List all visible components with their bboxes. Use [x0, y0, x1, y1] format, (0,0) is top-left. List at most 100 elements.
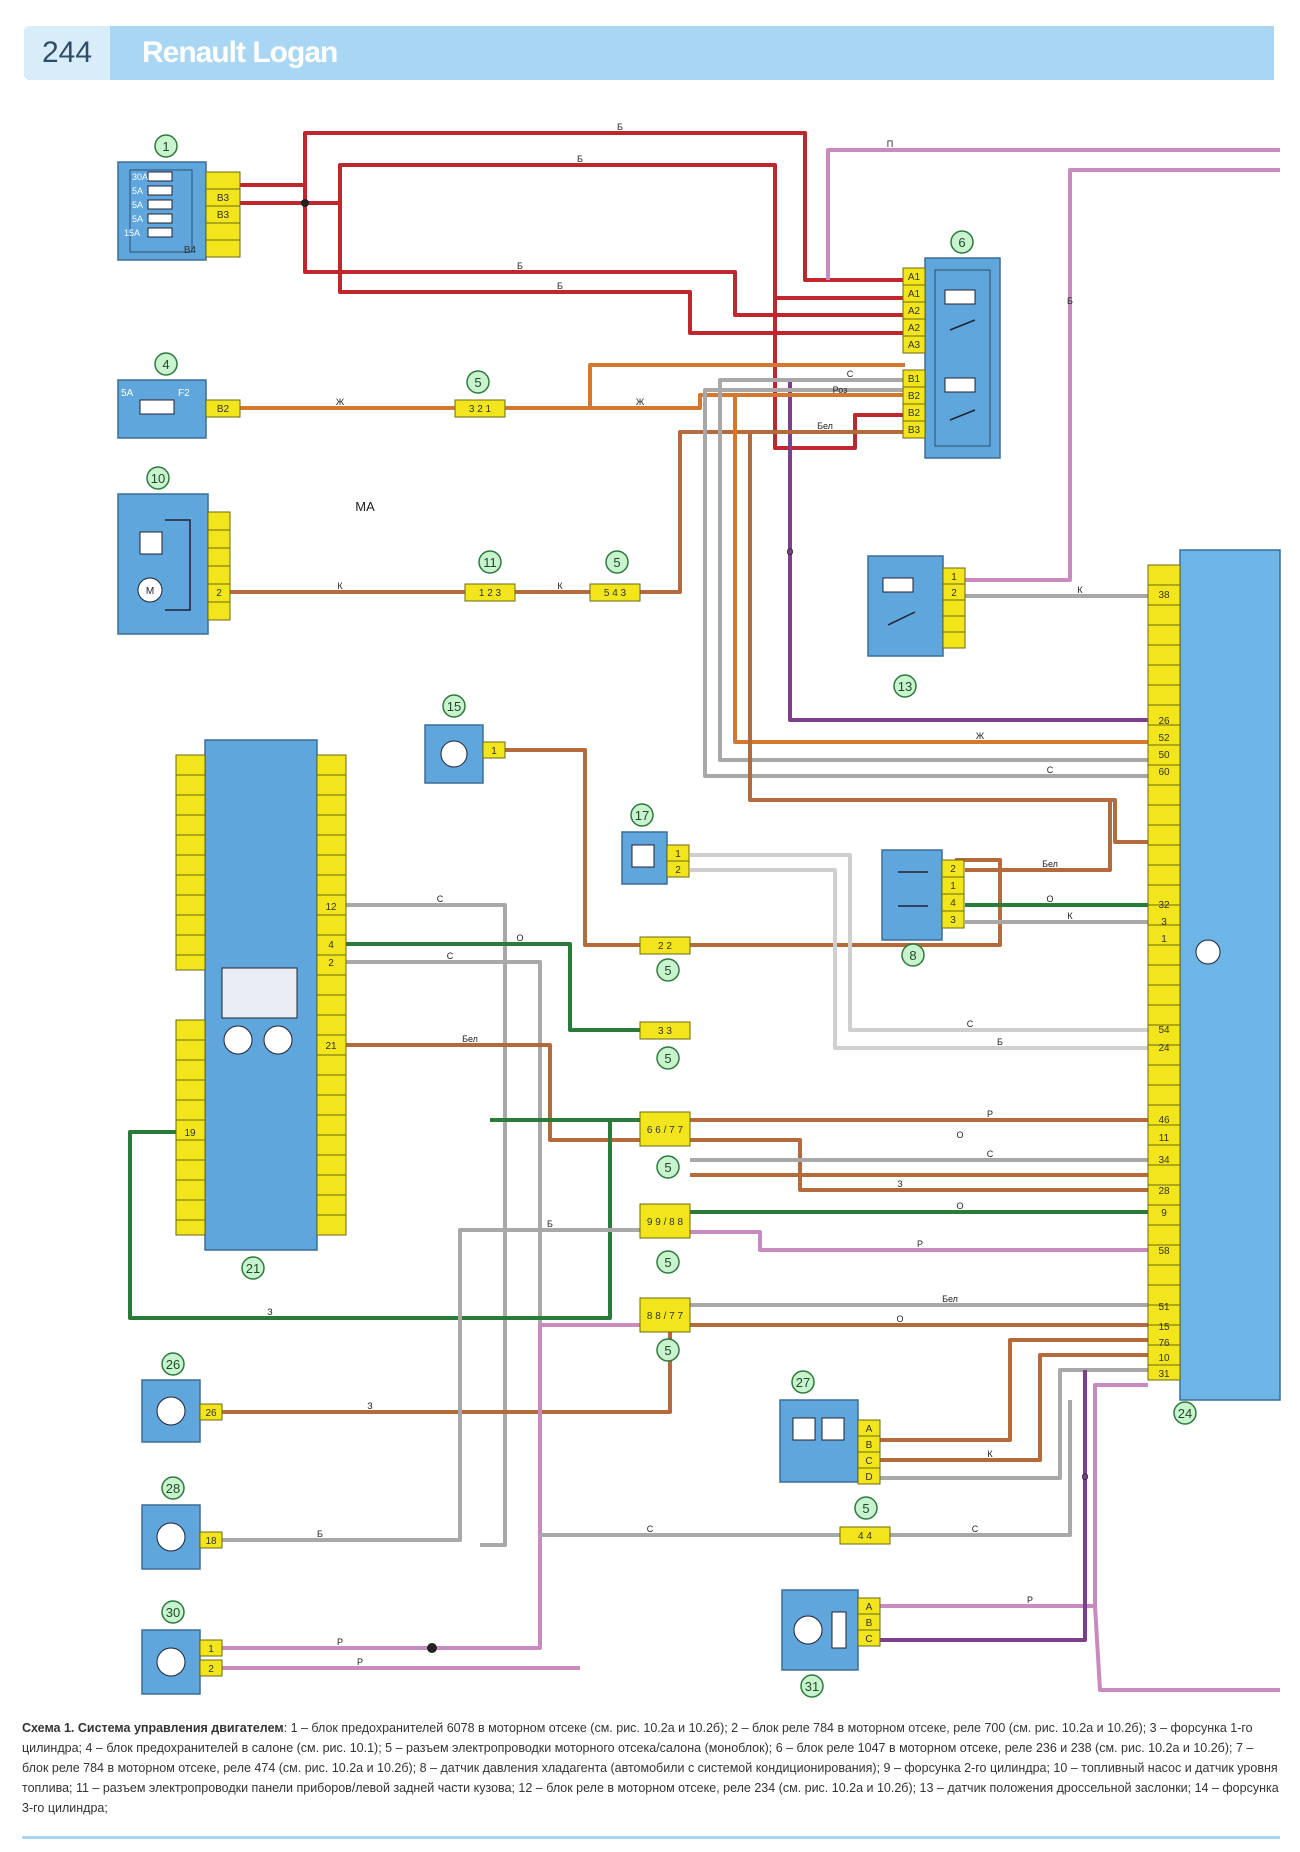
instrument-cluster-21: 12 4 2 21 19 21 — [175, 739, 347, 1280]
connector-label: 5 — [862, 1501, 869, 1516]
wire-orange-ecu — [733, 395, 1148, 744]
wire-brown-ecu — [748, 432, 1148, 844]
pin-label: 11 — [1159, 1133, 1170, 1144]
pin-label: 76 — [1158, 1338, 1170, 1349]
connector-label: 5 — [664, 1051, 671, 1066]
junction-dot — [301, 199, 309, 207]
book-title: Renault Logan — [142, 36, 338, 69]
pin-label: 26 — [1158, 716, 1170, 727]
pin-label: 3 — [950, 915, 956, 926]
wire-label: С — [847, 369, 854, 379]
wire-violet-31 — [880, 1370, 1087, 1642]
wire-label: З — [367, 1401, 372, 1411]
wire-label: Р — [1027, 1595, 1033, 1605]
wire-label: Р — [357, 1657, 363, 1667]
wire-brown-8 — [965, 800, 1112, 872]
sensor-icon — [156, 1522, 186, 1552]
connector-5-a: 2 2 5 — [639, 936, 691, 982]
wire-label: С — [437, 894, 444, 904]
pin-label: 31 — [1158, 1369, 1170, 1380]
wire-label: Б — [547, 1219, 553, 1229]
gauge-icon — [263, 1025, 293, 1055]
pin-label: 4 — [950, 898, 956, 909]
pin-label: F2 — [178, 388, 190, 399]
pin-label: 38 — [1158, 590, 1170, 601]
sensor-30: 1 2 30 — [141, 1600, 223, 1695]
valve-27: A B C D 27 — [779, 1370, 881, 1485]
pin-label: B2 — [908, 408, 921, 419]
wire-pink-31b — [1093, 1605, 1280, 1692]
pin-label: 12 — [325, 902, 337, 913]
wire-red-5 — [773, 165, 905, 450]
wire-label: Б — [577, 154, 583, 164]
wire-label: К — [1067, 911, 1073, 921]
wire-label: К — [1077, 585, 1083, 595]
wire-brown-21-21 — [345, 1043, 640, 1142]
wire-gray-21-12 — [345, 903, 507, 1547]
component-label-24: 24 — [1178, 1406, 1192, 1421]
wire-label: Р — [987, 1109, 993, 1119]
pin-label: 1 — [675, 849, 681, 860]
ground-icon — [1195, 939, 1221, 965]
connector-5-f: 4 4 5 — [839, 1496, 891, 1545]
pin-label: A1 — [908, 272, 921, 283]
pin-label: 1 — [950, 881, 956, 892]
wire-label: Ж — [636, 397, 645, 407]
wire-brown-15b — [690, 858, 1002, 947]
pin-label: 15 — [1158, 1322, 1170, 1333]
pin-label: 4 — [328, 940, 334, 951]
component-label-28: 28 — [166, 1481, 180, 1496]
pin-label: 60 — [1158, 767, 1170, 778]
pin-label: 2 — [328, 958, 334, 969]
wire-label: С — [972, 1524, 979, 1534]
pin-label: B3 — [217, 210, 230, 221]
wire-label: Бел — [817, 421, 833, 431]
wire-pink-31 — [880, 1383, 1148, 1608]
connector-pins: 1 2 3 — [479, 588, 502, 599]
pin-label: B3 — [908, 425, 921, 436]
wire-label: О — [786, 547, 793, 557]
connector-label: 5 — [613, 555, 620, 570]
wire-label: О — [896, 1314, 903, 1324]
relay-pins — [902, 267, 926, 439]
pin-label: 26 — [205, 1408, 217, 1419]
wire-label: С — [1047, 765, 1054, 775]
wire-pink-conn6 — [690, 1230, 1148, 1252]
component-label-27: 27 — [796, 1375, 810, 1390]
pin-label: B — [866, 1618, 873, 1629]
wire-label: Б — [1067, 296, 1073, 306]
ma-label: MA — [355, 499, 375, 514]
pin-label: 1 — [208, 1644, 214, 1655]
wire-brown-27 — [880, 1338, 1148, 1442]
junction-dot — [427, 1643, 437, 1653]
component-label-31: 31 — [805, 1679, 819, 1694]
pin-label: 19 — [184, 1128, 196, 1139]
wire-label: З — [267, 1307, 272, 1317]
wire-label: Р — [917, 1239, 923, 1249]
wire-red-1 — [240, 131, 905, 282]
fuel-pump-10: M 2 10 — [117, 466, 231, 635]
pin-label: 1 — [951, 572, 957, 583]
pin-label: 52 — [1158, 733, 1170, 744]
wire-brown-27b — [880, 1353, 1148, 1462]
wire-label: Б — [317, 1529, 323, 1539]
wire-label: Б — [557, 281, 563, 291]
pin-label: 2 — [208, 1664, 214, 1675]
pin-label: C — [865, 1456, 872, 1467]
connector-label: 5 — [664, 963, 671, 978]
wire-gray-6 — [718, 378, 1148, 762]
component-label-6: 6 — [958, 235, 965, 250]
pin-label: 51 — [1158, 1302, 1170, 1313]
wire-label: Бел — [942, 1294, 958, 1304]
pin-label: A — [866, 1602, 873, 1613]
component-label-15: 15 — [447, 699, 461, 714]
connector-5-mid: 5 4 3 5 — [589, 550, 641, 602]
wire-red-3 — [303, 185, 905, 317]
injector-icon — [156, 1396, 186, 1426]
connector-label: 5 — [664, 1255, 671, 1270]
pin-label: B2 — [908, 391, 921, 402]
pin-label: 2 — [216, 588, 222, 599]
fuse-label: 5A — [132, 200, 143, 210]
component-label-8: 8 — [909, 948, 916, 963]
